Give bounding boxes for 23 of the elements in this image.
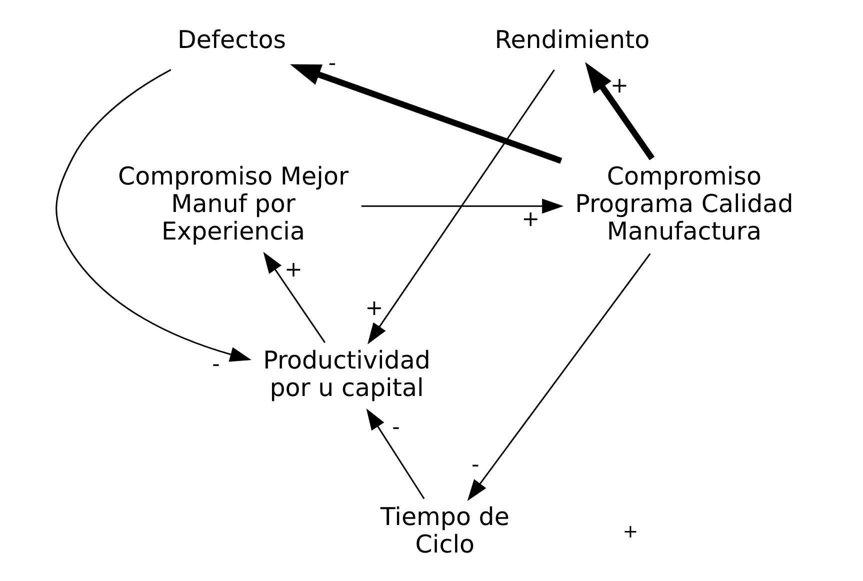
edge-label: +: [365, 296, 384, 321]
edge-label: +: [522, 207, 540, 232]
edge-label: -: [392, 415, 400, 440]
node-text: Compromiso Programa Calidad Manufactura: [575, 161, 794, 246]
node-text: Tiempo de Ciclo: [380, 502, 510, 558]
arrow: [56, 69, 252, 362]
edge-label: +: [284, 258, 303, 283]
edge-label: +: [610, 73, 629, 98]
arrow: [361, 198, 564, 214]
node-text: Compromiso Mejor Manuf por Experiencia: [118, 161, 349, 246]
edge-label: -: [472, 452, 480, 478]
arrow: [585, 62, 655, 160]
arrow: [467, 253, 651, 501]
arrow: [290, 64, 562, 164]
label: +: [622, 522, 638, 543]
arrow: [367, 70, 555, 344]
arrow: [263, 252, 326, 344]
node-text: Defectos: [177, 24, 286, 54]
arrow: [366, 408, 425, 500]
edge-label: -: [328, 50, 336, 76]
node-text: Rendimiento: [494, 24, 650, 54]
node-text: Productividad por u capital: [263, 345, 430, 402]
edge-label: -: [212, 352, 220, 377]
